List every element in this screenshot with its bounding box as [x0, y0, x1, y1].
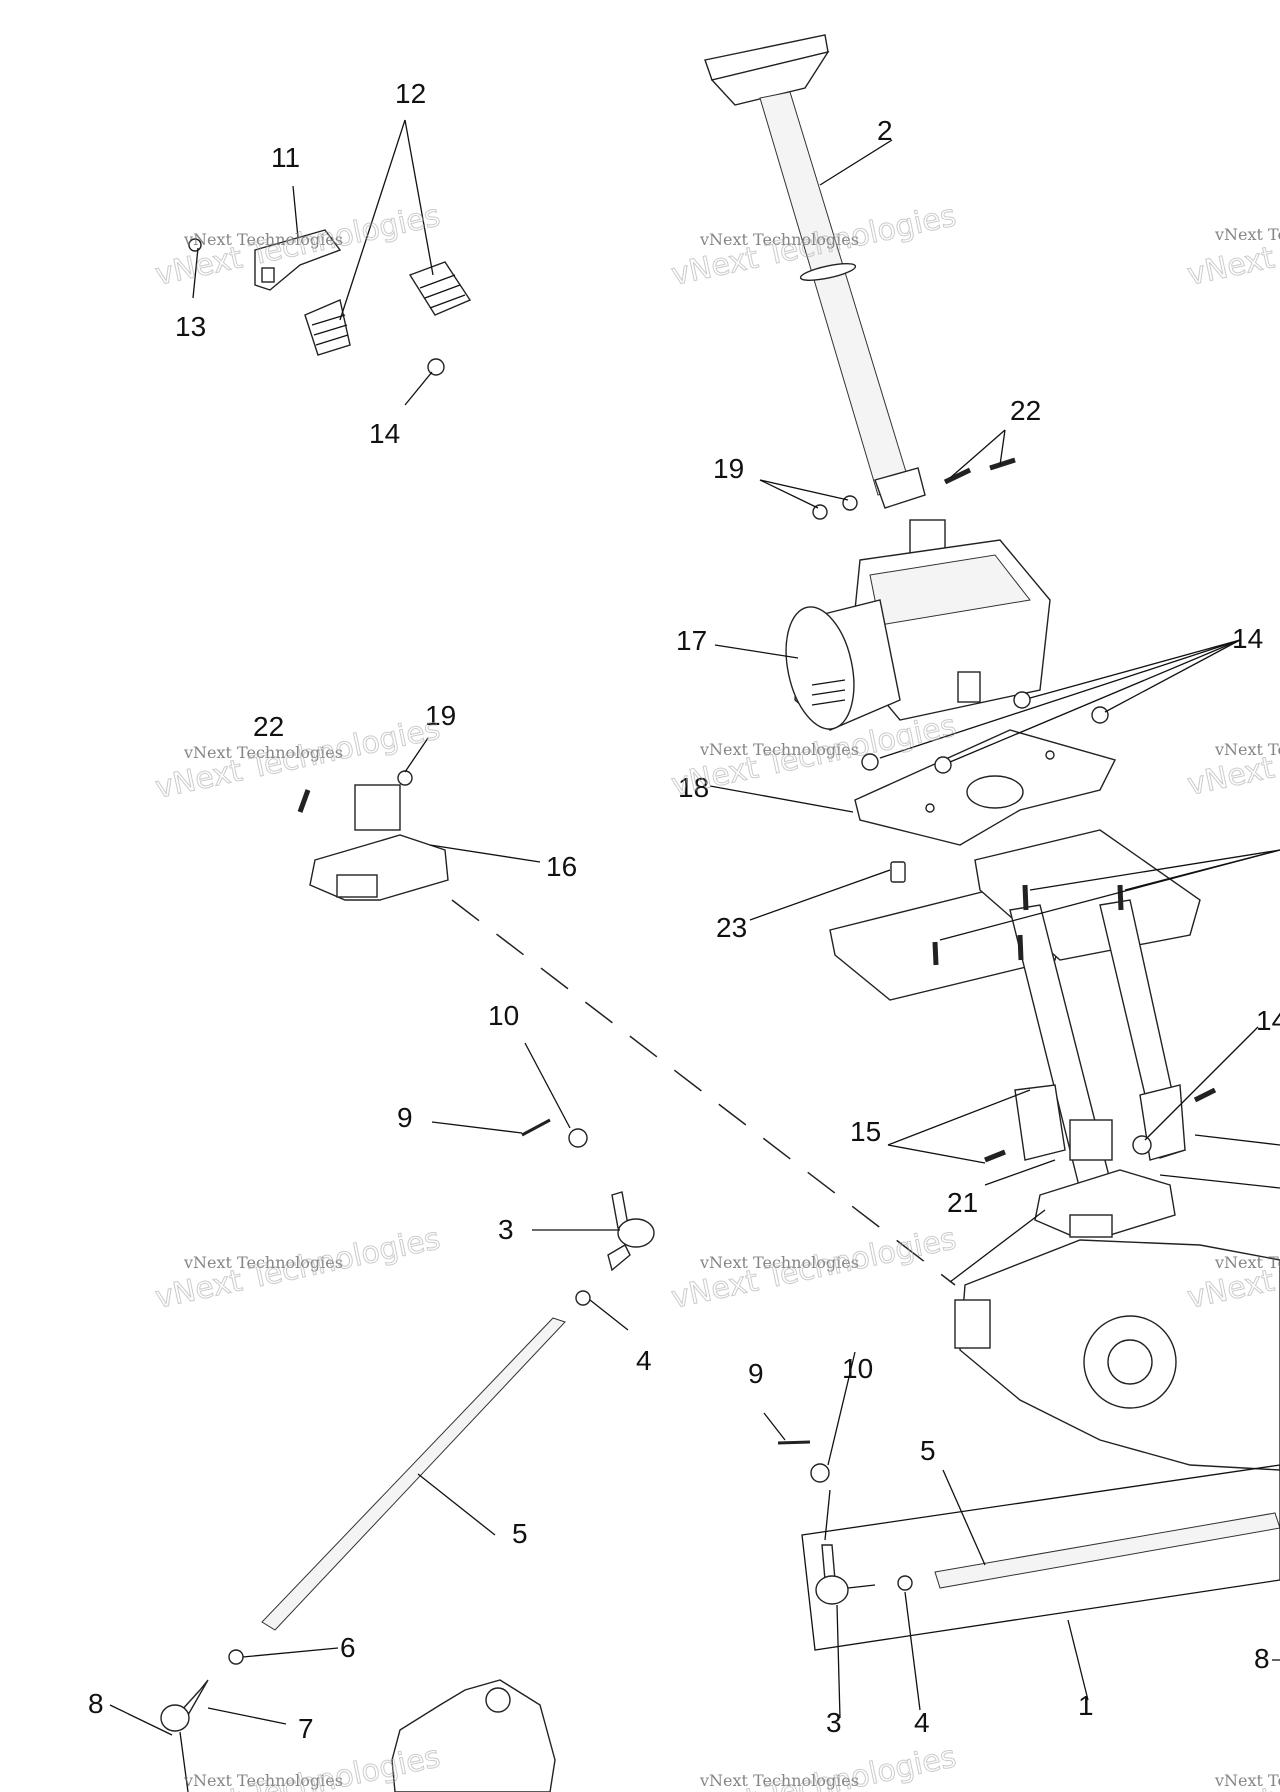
callout-14: 14	[369, 418, 400, 449]
callout-3b: 3	[826, 1707, 842, 1738]
part-knuckle	[391, 1679, 556, 1792]
watermark-12: vNext Technologies vNext Technologies	[1184, 1739, 1280, 1792]
watermark-6: vNext Technologies vNext Technologies	[1184, 708, 1280, 804]
callout-11: 11	[271, 142, 300, 173]
svg-text:vNext Technologies: vNext Technologies	[1214, 1253, 1280, 1272]
part-kit-box	[801, 1464, 1280, 1651]
leader-lines	[109, 119, 1280, 1736]
callout-15: 15	[850, 1116, 881, 1147]
part-12-boot-right	[408, 261, 472, 316]
callout-18: 18	[678, 772, 709, 803]
svg-text:vNext Technologies: vNext Technologies	[1214, 740, 1280, 759]
part-eps-unit	[785, 519, 1051, 731]
callout-7: 7	[298, 1713, 314, 1744]
svg-text:vNext Technologies: vNext Technologies	[183, 1771, 343, 1790]
callout-4b: 4	[914, 1707, 930, 1738]
callout-13: 13	[175, 311, 206, 342]
part-mount-plate	[854, 729, 1117, 846]
callout-23: 23	[716, 912, 747, 943]
callout-labels: 1 2 3 3 4 4 5 5 6 7 8 8 9 9 10 10 11 12 …	[88, 78, 1280, 1744]
part-tie-rod-end-lower	[815, 1544, 876, 1605]
svg-text:vNext Technologies: vNext Technologies	[699, 230, 859, 249]
part-nuts	[228, 358, 1152, 1665]
callout-5: 5	[512, 1518, 528, 1549]
part-bolts	[297, 457, 1217, 1445]
part-mount-right	[1034, 1119, 1176, 1238]
callout-10: 10	[488, 1000, 519, 1031]
callout-14c: 14	[1256, 1005, 1280, 1036]
part-spacer	[890, 861, 906, 883]
callout-19: 19	[713, 453, 744, 484]
part-gearcase	[954, 1239, 1280, 1471]
watermark-7: vNext Technologies vNext Technologies	[152, 1221, 444, 1317]
svg-text:vNext Technologies: vNext Technologies	[183, 743, 343, 762]
callout-19b: 19	[425, 700, 456, 731]
callout-10b: 10	[842, 1353, 873, 1384]
part-tie-rod-left	[261, 1317, 566, 1631]
callout-6: 6	[340, 1632, 356, 1663]
callout-14b: 14	[1232, 623, 1263, 654]
svg-text:vNext Technologies: vNext Technologies	[1214, 225, 1280, 244]
svg-text:vNext Technologies: vNext Technologies	[183, 1253, 343, 1272]
callout-8: 8	[88, 1688, 104, 1719]
callout-2: 2	[877, 115, 893, 146]
callout-22b: 22	[253, 711, 284, 742]
callout-17: 17	[676, 625, 707, 656]
callout-8b: 8	[1254, 1643, 1270, 1674]
watermark-11: vNext Technologies vNext Technologies	[668, 1739, 960, 1792]
watermark-8: vNext Technologies vNext Technologies	[668, 1221, 960, 1317]
callout-3: 3	[498, 1214, 514, 1245]
callout-9: 9	[397, 1102, 413, 1133]
svg-text:vNext Technologies: vNext Technologies	[699, 740, 859, 759]
part-ball-joint	[160, 1679, 209, 1792]
part-tie-rod-end-upper	[607, 1191, 655, 1272]
watermark-1: vNext Technologies vNext Technologies	[152, 198, 444, 294]
callout-22: 22	[1010, 395, 1041, 426]
callout-1: 1	[1078, 1690, 1094, 1721]
part-steering-column	[704, 34, 926, 509]
svg-text:vNext Technologies: vNext Technologies	[699, 1253, 859, 1272]
svg-text:vNext Technologies: vNext Technologies	[699, 1771, 859, 1790]
callout-12: 12	[395, 78, 426, 109]
callout-21: 21	[947, 1187, 978, 1218]
callout-5b: 5	[920, 1435, 936, 1466]
part-mount-left	[309, 784, 449, 901]
part-tie-rod-right	[934, 1512, 1280, 1589]
callout-4: 4	[636, 1345, 652, 1376]
svg-text:vNext Technologies: vNext Technologies	[1184, 198, 1280, 293]
watermark-3: vNext Technologies vNext Technologies	[1184, 198, 1280, 294]
callout-9b: 9	[748, 1358, 764, 1389]
part-frame-bracket	[829, 829, 1201, 1191]
callout-16: 16	[546, 851, 577, 882]
svg-text:vNext Technologies: vNext Technologies	[183, 230, 343, 249]
part-12-boot-left	[304, 299, 351, 356]
svg-text:vNext Technologies: vNext Technologies	[1214, 1771, 1280, 1790]
assembly-dash-line	[451, 899, 956, 1286]
